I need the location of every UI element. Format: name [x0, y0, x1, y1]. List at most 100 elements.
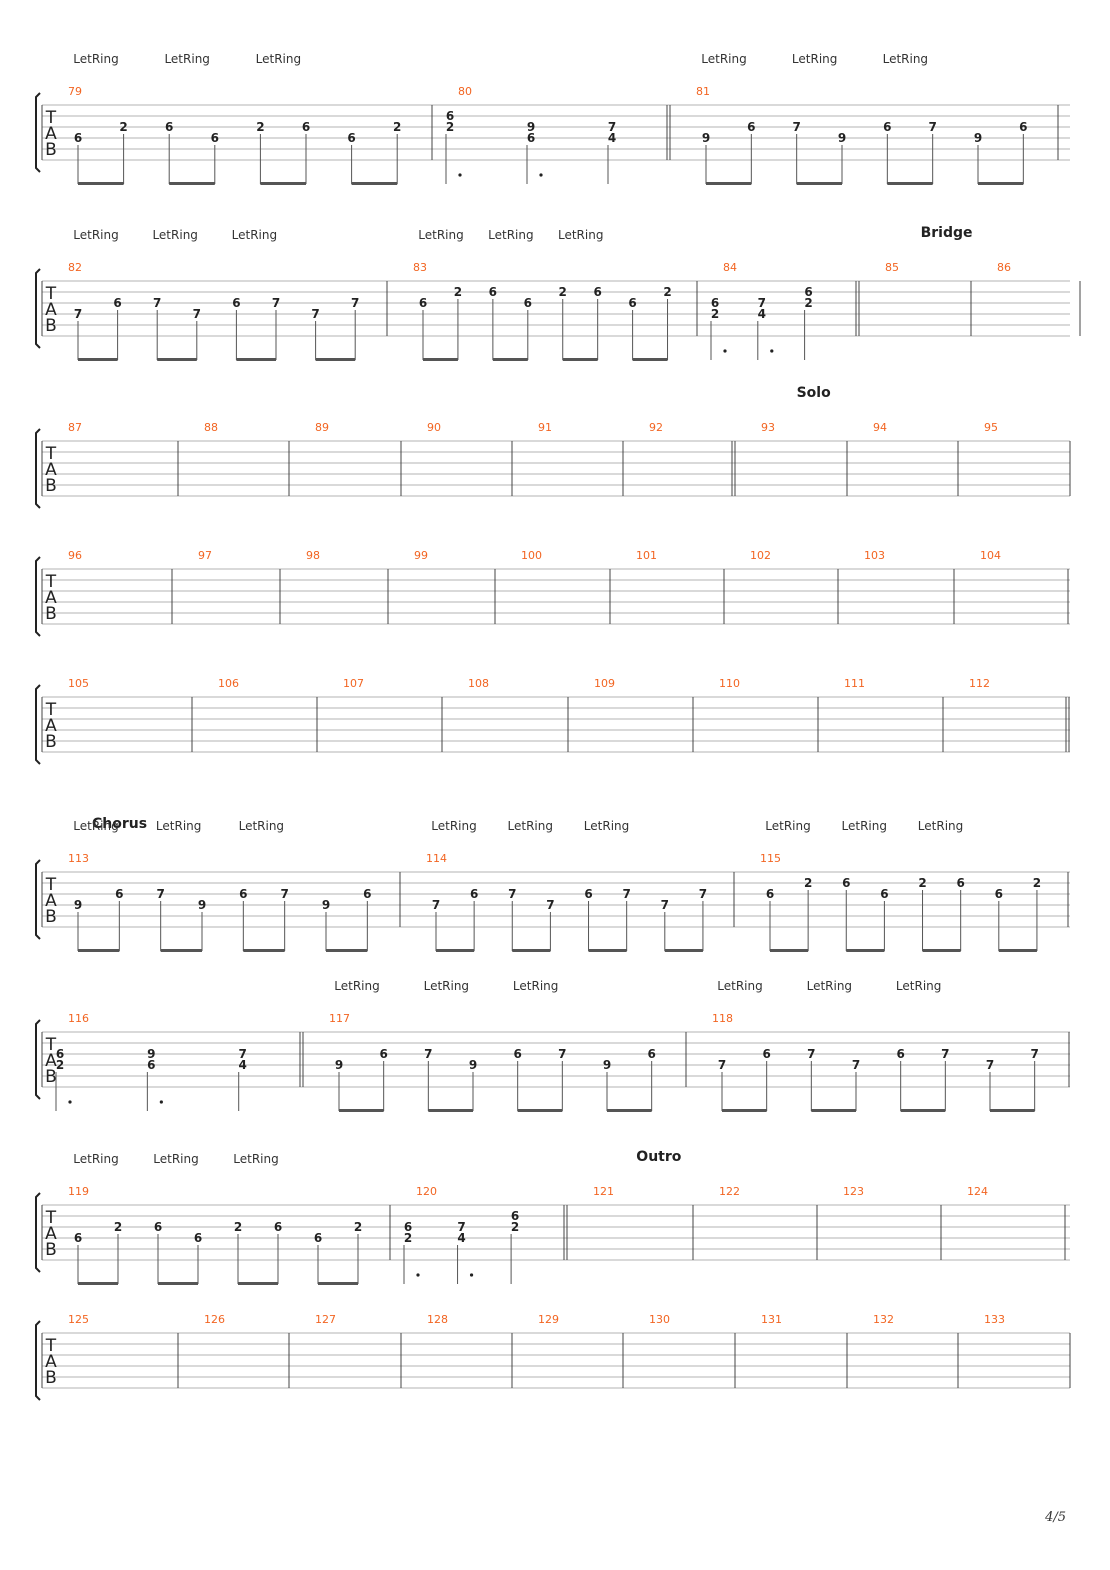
fret-number: 7: [718, 1058, 726, 1072]
tab-clef-letter: T: [45, 108, 57, 128]
fret-number: 6: [896, 1047, 904, 1061]
measure-number: 104: [980, 549, 1001, 562]
beam: [423, 358, 458, 361]
fret-number: 7: [457, 1220, 465, 1234]
fret-number: 7: [508, 887, 516, 901]
fret-number: 9: [335, 1058, 343, 1072]
beam: [562, 358, 598, 361]
measure-number: 81: [696, 85, 710, 98]
measure-number: 102: [750, 549, 771, 562]
beam: [796, 182, 842, 185]
section-marker: Bridge: [921, 225, 973, 241]
measure-number: 107: [343, 677, 364, 690]
let-ring-label: LetRing: [896, 979, 941, 993]
fret-number: 7: [661, 898, 669, 912]
measure-number: 91: [538, 421, 552, 434]
fret-number: 7: [239, 1047, 247, 1061]
measure-number: 131: [761, 1313, 782, 1326]
let-ring-label: LetRing: [239, 819, 284, 833]
fret-number: 6: [762, 1047, 770, 1061]
fret-number: 6: [511, 1209, 519, 1223]
fret-number: 7: [1030, 1047, 1038, 1061]
section-marker: Outro: [636, 1149, 681, 1165]
tab-clef-letter: A: [45, 124, 57, 144]
rhythm-dot: [458, 173, 462, 177]
let-ring-label: LetRing: [232, 228, 277, 242]
fret-number: 6: [347, 131, 355, 145]
fret-number: 6: [211, 131, 219, 145]
tab-clef-letter: T: [45, 1336, 57, 1356]
tab-clef-letter: A: [45, 716, 57, 736]
system-bracket: [35, 92, 41, 173]
fret-number: 2: [454, 285, 462, 299]
fret-number: 7: [758, 296, 766, 310]
measure-number: 94: [873, 421, 887, 434]
beam: [998, 949, 1037, 952]
tab-clef-letter: B: [45, 732, 57, 752]
measure-number: 103: [864, 549, 885, 562]
measure-number: 105: [68, 677, 89, 690]
fret-number: 7: [941, 1047, 949, 1061]
measure-number: 115: [760, 852, 781, 865]
let-ring-label: LetRing: [842, 819, 887, 833]
let-ring-label: LetRing: [152, 228, 197, 242]
beam: [887, 182, 933, 185]
fret-number: 7: [852, 1058, 860, 1072]
fret-number: 6: [419, 296, 427, 310]
fret-number: 7: [351, 296, 359, 310]
beam: [315, 358, 356, 361]
section-marker: Chorus: [92, 816, 147, 832]
measure-number: 98: [306, 549, 320, 562]
tab-clef-letter: A: [45, 588, 57, 608]
tab-clef-letter: B: [45, 907, 57, 927]
let-ring-label: LetRing: [807, 979, 852, 993]
fret-number: 6: [165, 120, 173, 134]
let-ring-label: LetRing: [584, 819, 629, 833]
beam: [978, 182, 1024, 185]
measure-number: 108: [468, 677, 489, 690]
fret-number: 9: [322, 898, 330, 912]
system-bracket: [35, 684, 41, 765]
tab-clef-letter: T: [45, 875, 57, 895]
tab-clef-letter: A: [45, 1051, 57, 1071]
tab-clef-letter: B: [45, 604, 57, 624]
rhythm-dot: [68, 1100, 72, 1104]
beam: [78, 1282, 118, 1285]
fret-number: 2: [1033, 876, 1041, 890]
measure-number: 82: [68, 261, 82, 274]
tab-clef-letter: A: [45, 300, 57, 320]
measure-number: 118: [712, 1012, 733, 1025]
measure-number: 123: [843, 1185, 864, 1198]
fret-number: 6: [842, 876, 850, 890]
tab-clef-letter: A: [45, 891, 57, 911]
tab-clef-letter: T: [45, 1208, 57, 1228]
beam: [900, 1109, 946, 1112]
fret-number: 6: [379, 1047, 387, 1061]
beam: [990, 1109, 1035, 1112]
let-ring-label: LetRing: [73, 52, 118, 66]
system-bracket: [35, 1192, 41, 1273]
beam: [158, 1282, 198, 1285]
rhythm-dot: [539, 173, 543, 177]
rhythm-dot: [469, 1273, 474, 1277]
beam: [351, 182, 398, 185]
measure-number: 130: [649, 1313, 670, 1326]
measure-number: 106: [218, 677, 239, 690]
let-ring-label: LetRing: [73, 228, 118, 242]
measure-number: 92: [649, 421, 663, 434]
let-ring-label: LetRing: [156, 819, 201, 833]
let-ring-label: LetRing: [701, 52, 746, 66]
beam: [846, 949, 885, 952]
let-ring-label: LetRing: [717, 979, 762, 993]
measure-number: 101: [636, 549, 657, 562]
let-ring-label: LetRing: [153, 1152, 198, 1166]
measure-number: 125: [68, 1313, 89, 1326]
measure-number: 132: [873, 1313, 894, 1326]
beam: [722, 1109, 767, 1112]
fret-number: 2: [119, 120, 127, 134]
fret-number: 6: [995, 887, 1003, 901]
fret-number: 7: [699, 887, 707, 901]
fret-number: 6: [470, 887, 478, 901]
